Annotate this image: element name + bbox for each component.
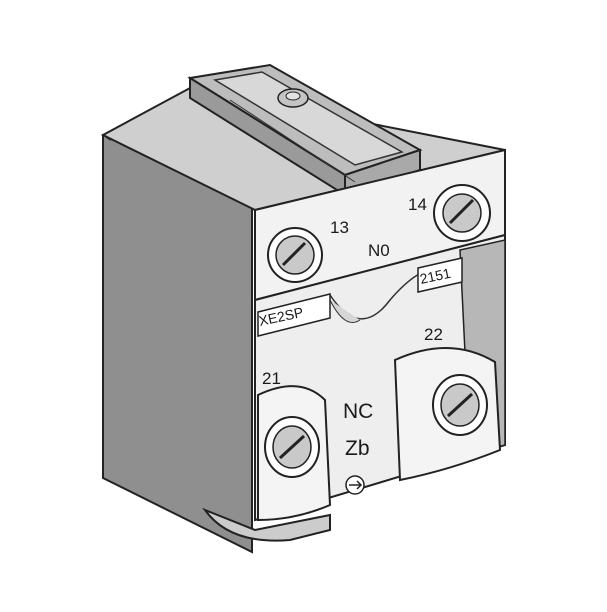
terminal-13-label: 13 [330,218,349,237]
code-marking: 2151 [418,265,452,287]
screw-22-icon [432,374,488,436]
code-label-box [417,257,463,293]
terminal-22-label: 22 [424,325,443,344]
nc-marking: NC [343,400,373,423]
no-marking: N0 [368,241,390,260]
model-label-box [257,293,331,337]
terminal-21-label: 21 [262,369,281,388]
bottom-lip [202,507,331,542]
screw-14-icon [433,184,491,242]
zb-marking: Zb [345,437,370,460]
screw-21-icon [264,416,320,478]
screw-13-icon [267,227,323,283]
direction-symbol-icon [345,475,365,495]
terminal-14-label: 14 [408,195,427,214]
